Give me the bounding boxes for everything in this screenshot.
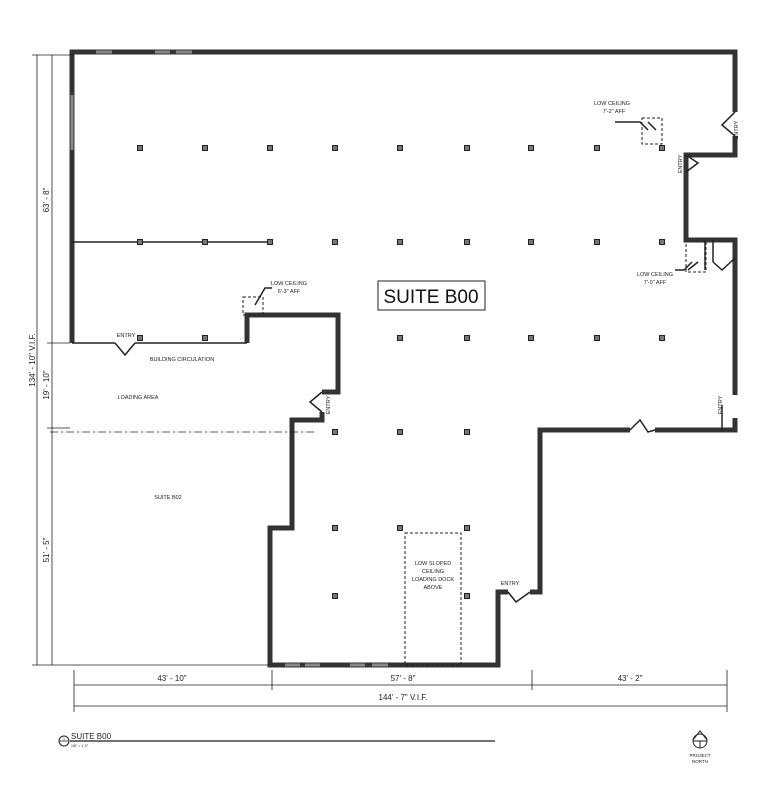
view-number: 1 [63,737,65,741]
north-arrow-icon: PROJECT NORTH [689,730,711,764]
structural-column [464,429,470,435]
door-entry-circulation [114,342,136,357]
structural-column [137,239,143,245]
note-loading-dock: LOADING DOCK [412,577,455,583]
entry-label: ENTRY [501,581,520,587]
note-low-ceiling: LOW CEILING [637,272,673,278]
structural-column [202,239,208,245]
entry-label: ENTRY [117,333,136,339]
structural-column [267,239,273,245]
north-label: PROJECT [689,753,710,758]
structural-column [659,145,665,151]
suite-label-box [377,280,486,311]
door-entry-south [629,418,656,433]
suite-label: SUITE B00 [383,287,478,308]
entry-label: ENTRY [718,395,724,414]
structural-column [594,145,600,151]
columns [137,145,665,599]
view-title-text: SUITE B00 [71,732,112,741]
structural-column [332,525,338,531]
note-loading-dock: ABOVE [424,585,443,591]
structural-column [464,145,470,151]
structural-column [464,335,470,341]
dimension-bottom-vertical: 51' - 5" [42,537,51,562]
structural-column [397,525,403,531]
view-title: 1 SUITE B00 1/8" = 1'-0" [58,732,495,748]
door-entry-east [685,154,700,173]
doors [114,111,736,604]
structural-column [267,145,273,151]
structural-column [202,335,208,341]
structural-column [528,239,534,245]
structural-column [464,239,470,245]
room-loading-area: LOADING AREA [118,395,159,401]
note-loading-dock: LOW SLOPED [415,561,451,567]
view-scale: 1/8" = 1'-0" [71,744,89,748]
dimension-middle-vertical: 19' - 10" [42,370,51,399]
structural-column [659,335,665,341]
door-entry-dock [507,591,531,604]
note-low-ceiling: LOW CEILING [271,281,307,287]
note-low-ceiling-height: 7'-2" AFF [603,109,626,115]
structural-column [397,145,403,151]
north-label: NORTH [692,759,708,764]
entry-label: ENTRY [326,395,332,414]
dimension-overall-horizontal: 144' - 7" V.I.F. [379,693,428,702]
door-entry-northeast [720,111,736,137]
structural-column [397,429,403,435]
note-loading-dock: CEILING [422,569,444,575]
entry-label: ENTRY [734,120,740,139]
structural-column [464,593,470,599]
structural-column [594,239,600,245]
low-ceiling-area-1 [641,117,663,145]
dimension-top-vertical: 63' - 8" [42,187,51,212]
dimension-bottom-middle: 57' - 8" [391,674,416,683]
structural-column [332,429,338,435]
structural-column [332,593,338,599]
structural-column [397,335,403,341]
structural-column [528,145,534,151]
dimension-bottom-right: 43' - 2" [618,674,643,683]
structural-column [137,145,143,151]
structural-column [594,335,600,341]
dimension-bottom-left: 43' - 10" [157,674,186,683]
structural-column [528,335,534,341]
structural-column [332,239,338,245]
structural-column [659,239,665,245]
structural-column [332,145,338,151]
structural-column [397,239,403,245]
dimension-overall-vertical: 134' - 10" V.I.F. [28,333,37,386]
structural-column [464,525,470,531]
door-entry-east-lower [712,257,736,272]
note-low-ceiling-height: 6'-3" AFF [278,289,301,295]
dimension-lines [32,54,728,712]
note-low-ceiling-height: 7'-0" AFF [644,280,667,286]
room-suite-b02: SUITE B02 [154,495,182,501]
structural-column [137,335,143,341]
low-ceiling-area-2 [685,241,707,273]
walls [69,49,738,668]
note-low-ceiling: LOW CEILING [594,101,630,107]
room-building-circulation: BUILDING CIRCULATION [150,357,214,363]
structural-column [202,145,208,151]
door-entry-west [308,391,323,413]
low-ceiling-area-3 [242,296,264,316]
loading-dock-area [404,532,462,666]
entry-label: ENTRY [678,154,684,173]
